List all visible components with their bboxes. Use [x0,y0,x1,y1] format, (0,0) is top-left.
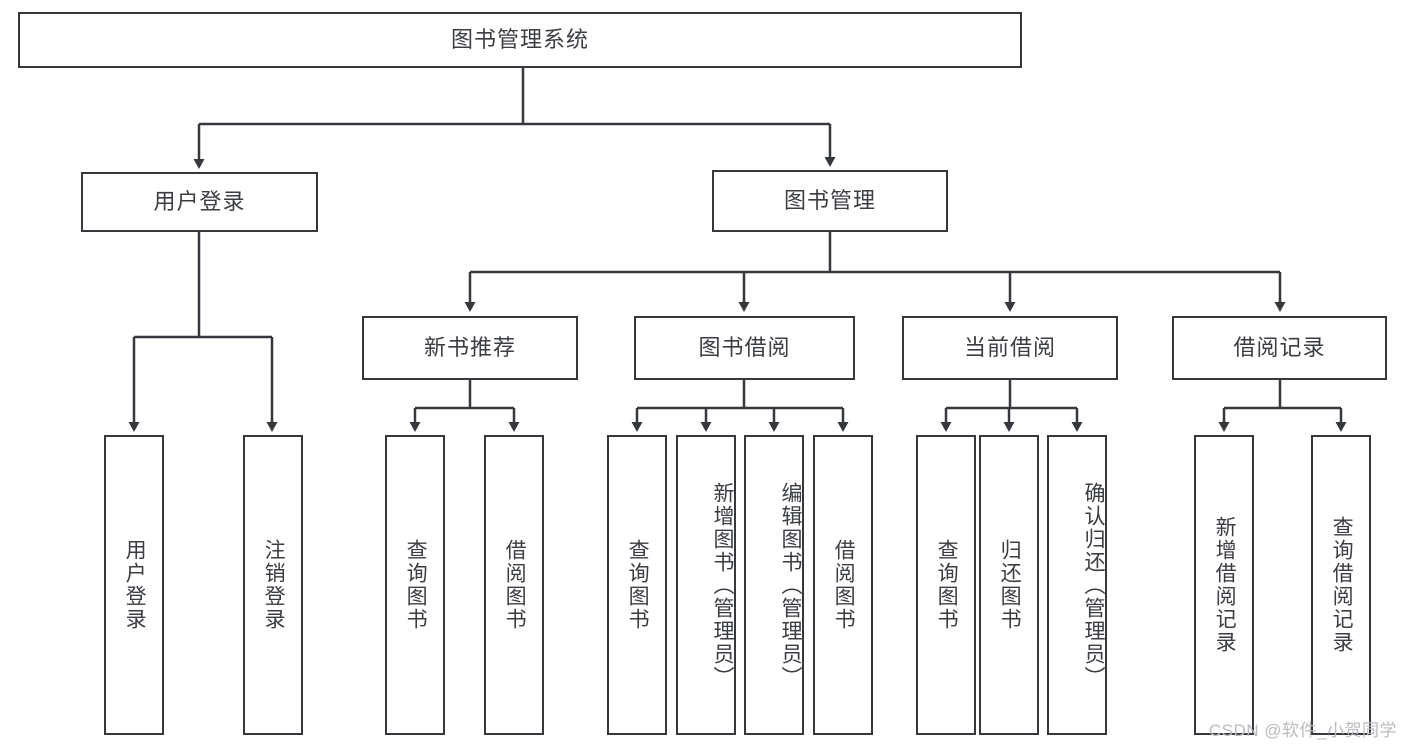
leaf-br-query-record-label: 查询借阅记录 [1330,516,1354,654]
leaf-cb-confirm-return-admin-label: 确认归还（管理员） [1082,481,1105,689]
node-user-login[interactable]: 用户登录 [81,172,318,232]
leaf-nb-query-books[interactable]: 查询图书 [385,435,445,735]
node-root-label: 图书管理系统 [450,26,589,52]
leaf-cb-confirm-return-admin[interactable]: 确认归还（管理员） [1047,435,1107,735]
node-book-borrow[interactable]: 图书借阅 [634,316,855,380]
node-current-borrow-label: 当前借阅 [963,334,1056,360]
leaf-cb-return-books[interactable]: 归还图书 [979,435,1039,735]
node-borrow-records[interactable]: 借阅记录 [1172,316,1387,380]
leaf-br-query-record[interactable]: 查询借阅记录 [1311,435,1371,735]
leaf-cb-query-books[interactable]: 查询图书 [916,435,976,735]
node-current-borrow[interactable]: 当前借阅 [902,316,1118,380]
leaf-user-login[interactable]: 用户登录 [104,435,164,735]
leaf-bb-edit-book-admin[interactable]: 编辑图书（管理员） [744,435,804,735]
leaf-bb-query-books-label: 查询图书 [626,539,650,631]
node-user-login-label: 用户登录 [153,188,246,214]
csdn-watermark: CSDN @软件_小贺同学 [1208,721,1397,740]
leaf-user-login-label: 用户登录 [123,539,147,631]
leaf-bb-add-book-admin-label: 新增图书（管理员） [711,481,734,689]
leaf-logout[interactable]: 注销登录 [243,435,303,735]
leaf-bb-add-book-admin[interactable]: 新增图书（管理员） [676,435,736,735]
leaf-bb-edit-book-admin-label: 编辑图书（管理员） [779,481,802,689]
leaf-br-add-record-label: 新增借阅记录 [1213,516,1237,654]
node-book-management[interactable]: 图书管理 [712,170,948,232]
leaf-bb-query-books[interactable]: 查询图书 [607,435,667,735]
leaf-cb-return-books-label: 归还图书 [998,539,1022,631]
leaf-logout-label: 注销登录 [262,539,286,631]
leaf-nb-borrow-books[interactable]: 借阅图书 [484,435,544,735]
leaf-br-add-record[interactable]: 新增借阅记录 [1194,435,1254,735]
leaf-nb-borrow-books-label: 借阅图书 [503,539,527,631]
node-book-management-label: 图书管理 [783,187,876,213]
leaf-cb-query-books-label: 查询图书 [935,539,959,631]
node-new-book-recommendation-label: 新书推荐 [423,334,516,360]
node-new-book-recommendation[interactable]: 新书推荐 [362,316,578,380]
leaf-nb-query-books-label: 查询图书 [404,539,428,631]
leaf-bb-borrow-books[interactable]: 借阅图书 [813,435,873,735]
node-book-borrow-label: 图书借阅 [698,334,791,360]
leaf-bb-borrow-books-label: 借阅图书 [832,539,856,631]
node-root[interactable]: 图书管理系统 [18,12,1022,68]
node-borrow-records-label: 借阅记录 [1233,334,1326,360]
